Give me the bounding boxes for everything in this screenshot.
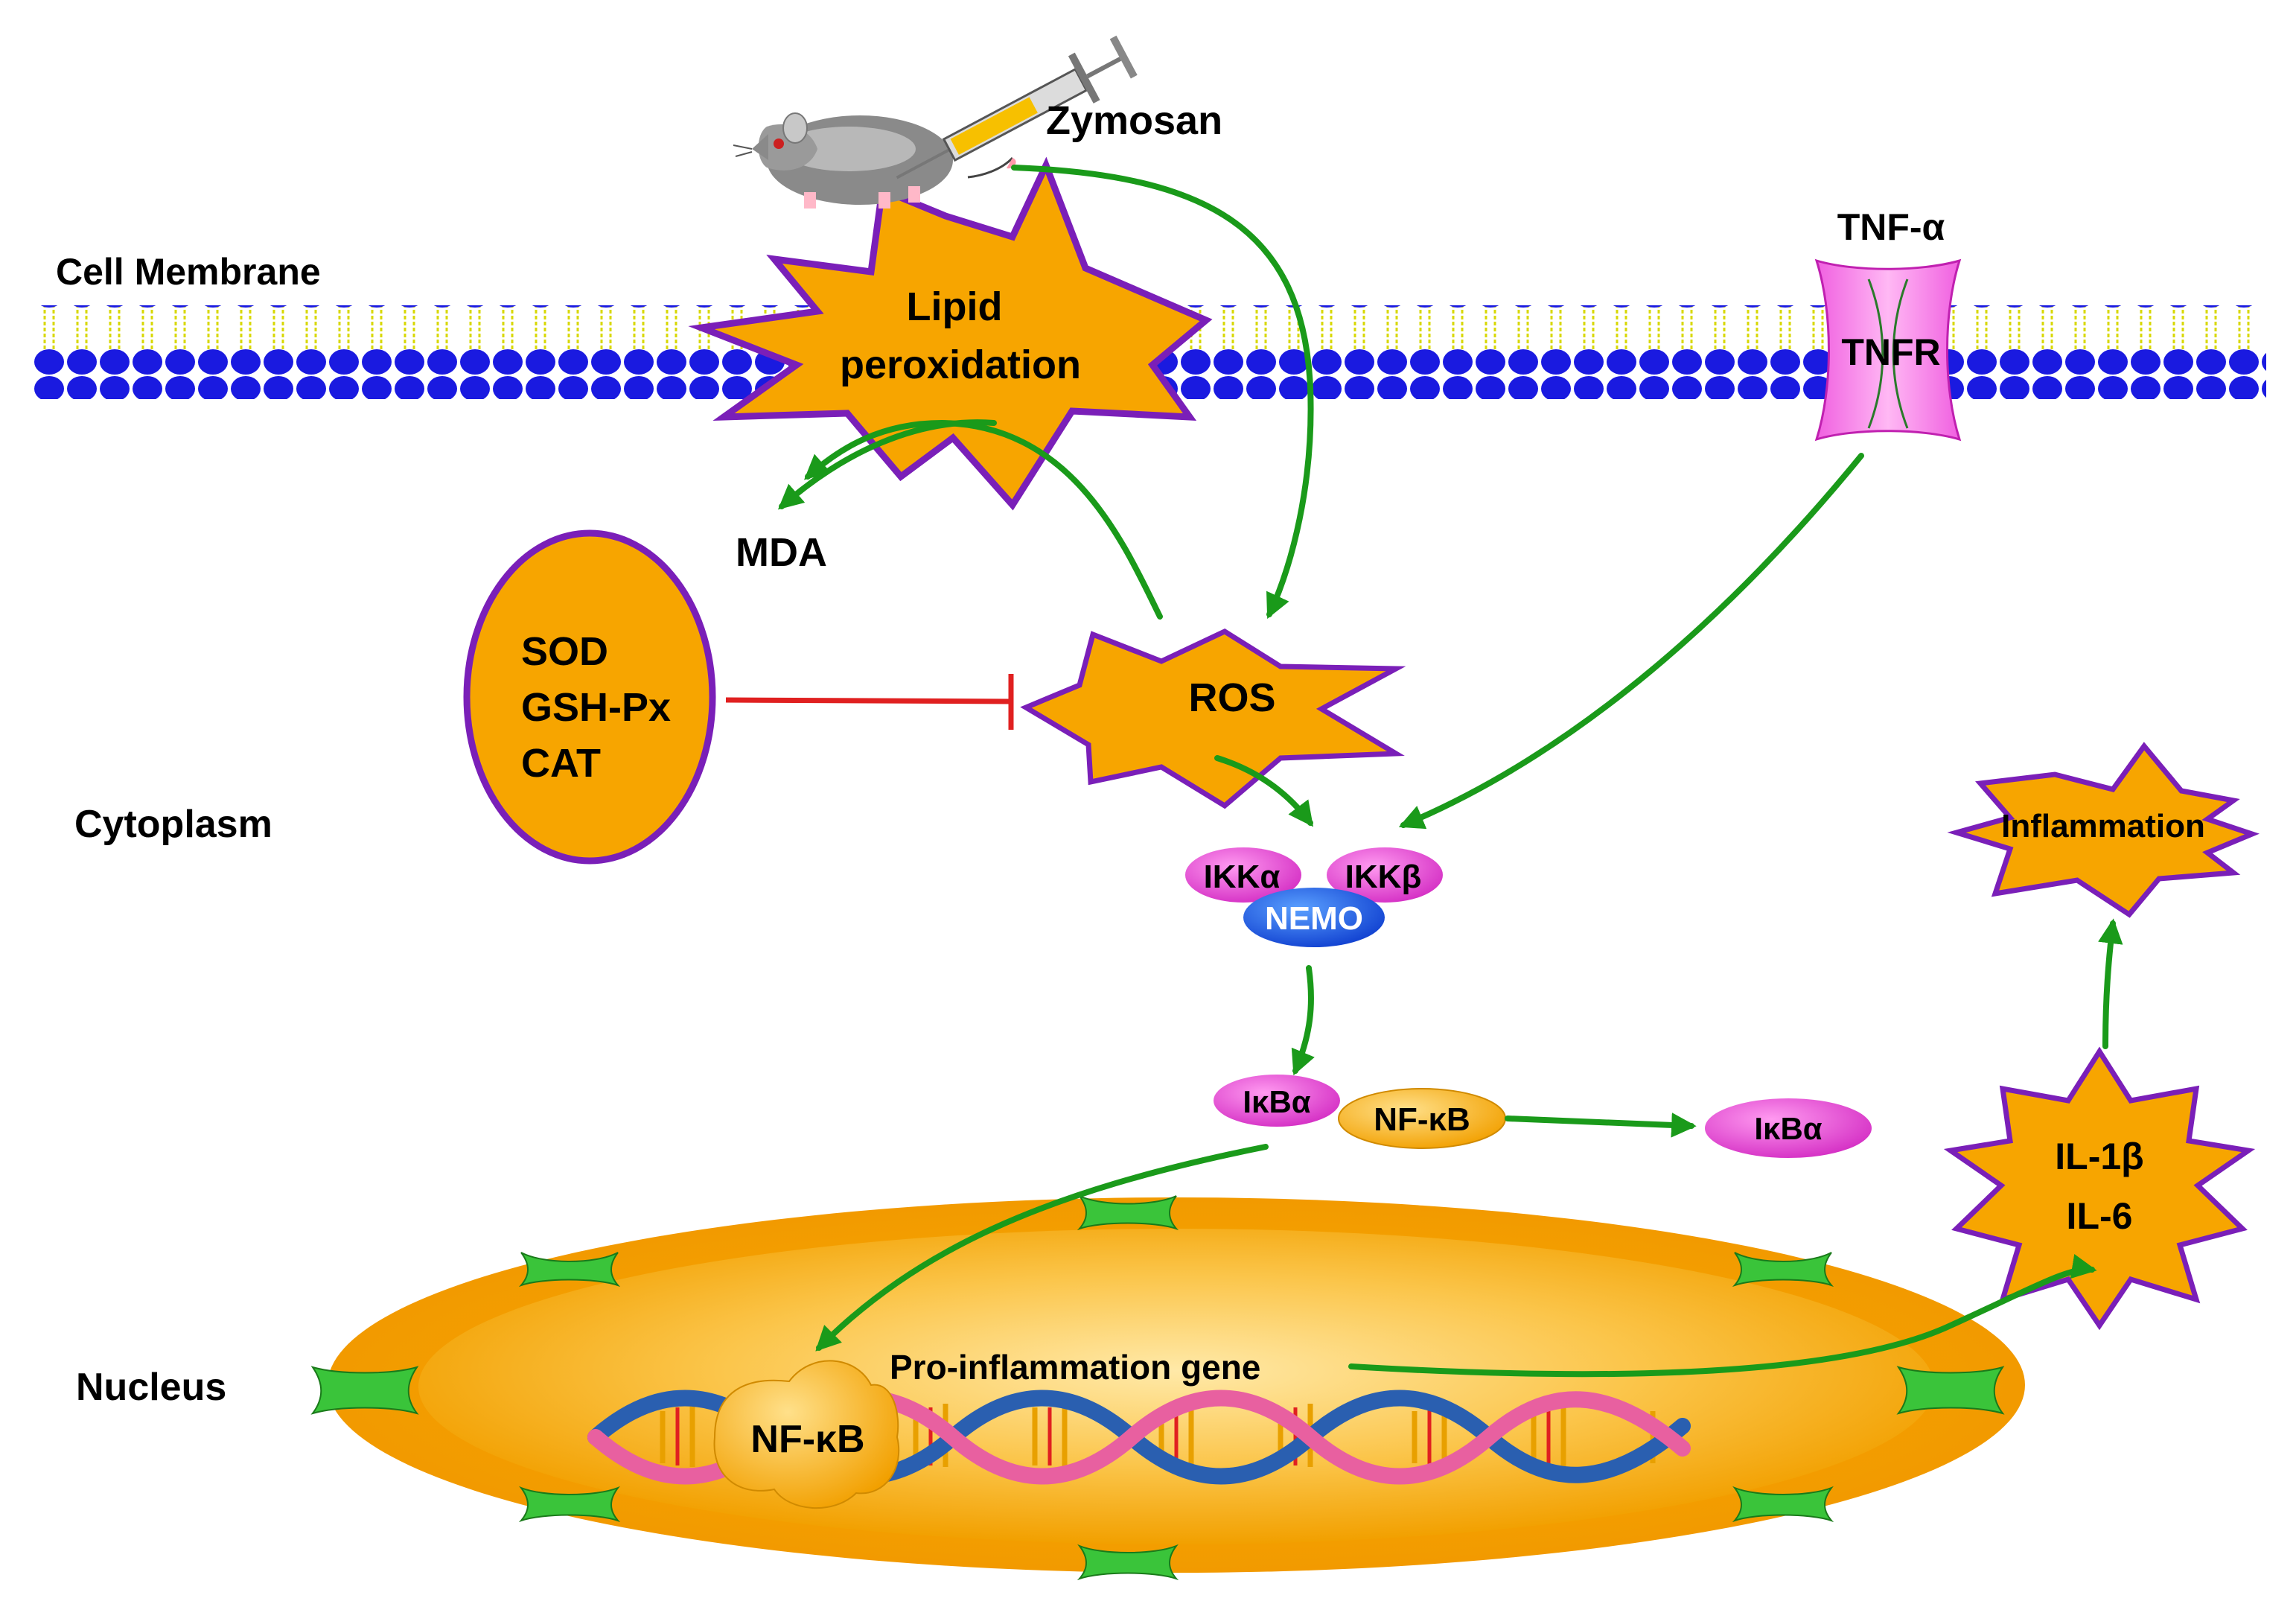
- tnf-alpha-label: TNF-α: [1837, 206, 1945, 248]
- inflammation-label: Inflammation: [2001, 808, 2205, 844]
- arrow-ros-to-ikk: [1214, 755, 1314, 827]
- lipid-label-line1: Lipid: [907, 284, 1003, 329]
- arrow-nfkb-release-ikb: [1505, 1113, 1697, 1138]
- arrow-ikb-to-nucleus: [815, 1144, 1269, 1352]
- ros-burst: [1020, 628, 1406, 809]
- ikk-complex: [1185, 847, 1443, 947]
- cell-membrane-label: Cell Membrane: [56, 251, 321, 293]
- nuclear-pores: [310, 1195, 2005, 1581]
- mda-label: MDA: [736, 530, 827, 575]
- ros-label: ROS: [1188, 675, 1275, 720]
- inflammation-burst: [1947, 742, 2260, 918]
- lipid-peroxidation-burst: [688, 156, 1213, 511]
- arrow-ikk-to-ikb: [1291, 965, 1315, 1076]
- il1b-label: IL-1β: [2055, 1136, 2143, 1177]
- ikb-alpha-bound-label: IκBα: [1243, 1084, 1310, 1119]
- arrow-cytokines-to-inflammation: [2098, 918, 2123, 1049]
- arrow-lipid-to-mda: [777, 419, 997, 510]
- il6-label: IL-6: [2067, 1195, 2133, 1237]
- tnfr-label: TNFR: [1841, 331, 1940, 373]
- nfkb-cyto-label: NF-κB: [1374, 1101, 1470, 1138]
- nemo-label: NEMO: [1265, 900, 1363, 937]
- inhibition-line: [725, 674, 1014, 730]
- ikb-alpha-free-label: IκBα: [1754, 1111, 1822, 1146]
- arrow-tnfr-to-ikk: [1398, 453, 1864, 830]
- sod-label: SOD: [521, 629, 608, 674]
- arrow-zymosan-to-ros: [1011, 165, 1314, 620]
- arrow-ros-to-lipid: [803, 419, 1163, 620]
- nucleus-label: Nucleus: [76, 1366, 226, 1409]
- zymosan-label: Zymosan: [1046, 98, 1222, 143]
- lipid-label-line2: peroxidation: [840, 343, 1081, 387]
- arrow-gene-to-cytokines: [1348, 1254, 2097, 1378]
- pro-inflammation-gene-label: Pro-inflammation gene: [890, 1348, 1260, 1387]
- gsh-px-label: GSH-Px: [521, 685, 671, 730]
- tnfr-receptor: [1814, 258, 1962, 442]
- antioxidant-enzymes-ellipse: [463, 529, 716, 865]
- activation-arrows: [777, 165, 2123, 1378]
- nfkb-nuclear-blob: [713, 1360, 900, 1509]
- cytokine-burst: [1943, 1046, 2256, 1331]
- mouse-icon: [733, 112, 1016, 209]
- ikb-alpha-free-shape: [1705, 1098, 1872, 1158]
- ikb-nfkb-complex: [1214, 1075, 1506, 1149]
- syringe-icon: [896, 35, 1138, 179]
- ikk-alpha-label: IKKα: [1204, 859, 1281, 895]
- cat-label: CAT: [521, 741, 601, 786]
- nfkb-nuclear-label: NF-κB: [750, 1418, 864, 1461]
- cytoplasm-label: Cytoplasm: [74, 803, 272, 846]
- ikk-beta-label: IKKβ: [1345, 859, 1422, 895]
